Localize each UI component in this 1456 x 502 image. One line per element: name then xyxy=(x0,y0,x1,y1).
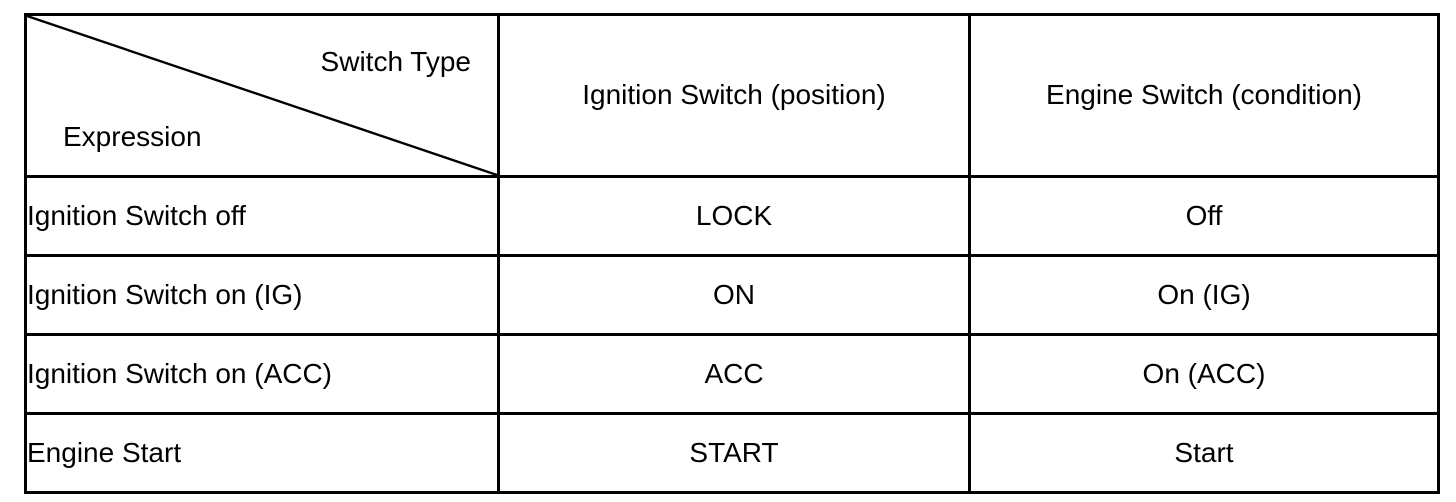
table-row: Ignition Switch off LOCK Off xyxy=(24,175,1440,257)
table-row: Ignition Switch on (IG) ON On (IG) xyxy=(24,254,1440,336)
diagonal-divider-line xyxy=(27,16,497,175)
expression-cell: Ignition Switch on (IG) xyxy=(24,254,500,336)
expression-cell: Ignition Switch off xyxy=(24,175,500,257)
switch-type-table: Switch Type Expression Ignition Switch (… xyxy=(24,13,1440,494)
col-header-engine-switch-condition: Engine Switch (condition) xyxy=(968,13,1440,178)
ignition-position-cell: ON xyxy=(497,254,971,336)
corner-label-switch-type: Switch Type xyxy=(320,46,471,77)
ignition-position-cell: LOCK xyxy=(497,175,971,257)
col-header-ignition-switch-position: Ignition Switch (position) xyxy=(497,13,971,178)
table-row: Engine Start START Start xyxy=(24,412,1440,494)
header-row: Switch Type Expression Ignition Switch (… xyxy=(24,13,1440,178)
engine-condition-cell: On (ACC) xyxy=(968,333,1440,415)
engine-condition-cell: Start xyxy=(968,412,1440,494)
expression-cell: Ignition Switch on (ACC) xyxy=(24,333,500,415)
ignition-position-cell: ACC xyxy=(497,333,971,415)
engine-condition-cell: Off xyxy=(968,175,1440,257)
corner-cell: Switch Type Expression xyxy=(24,13,500,178)
engine-condition-cell: On (IG) xyxy=(968,254,1440,336)
table-row: Ignition Switch on (ACC) ACC On (ACC) xyxy=(24,333,1440,415)
expression-cell: Engine Start xyxy=(24,412,500,494)
corner-label-expression: Expression xyxy=(63,120,202,152)
ignition-position-cell: START xyxy=(497,412,971,494)
